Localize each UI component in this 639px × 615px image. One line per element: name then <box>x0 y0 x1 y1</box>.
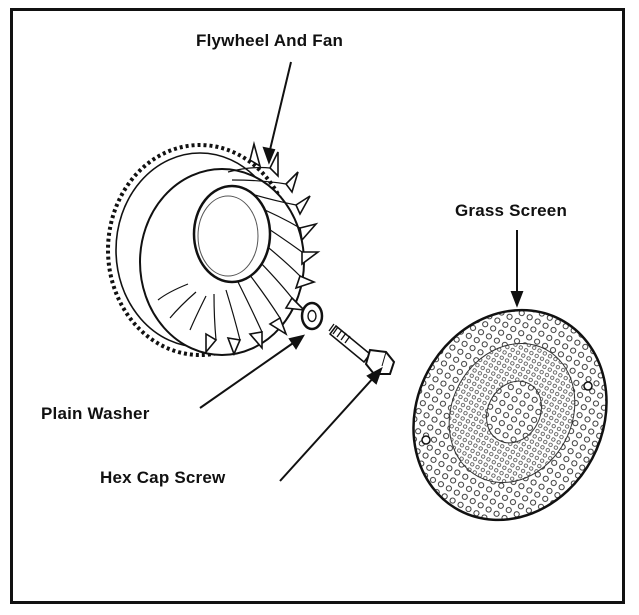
arrow-flywheel <box>269 62 291 154</box>
hex-cap-screw <box>329 324 394 374</box>
grass-screen <box>377 276 639 554</box>
plain-washer <box>302 303 322 329</box>
label-plain-washer: Plain Washer <box>41 404 150 424</box>
label-grass-screen: Grass Screen <box>455 201 567 221</box>
label-flywheel-and-fan: Flywheel And Fan <box>196 31 343 51</box>
flywheel-and-fan <box>108 144 318 355</box>
fan-hub <box>194 186 270 282</box>
arrow-hex-cap-screw <box>280 376 375 481</box>
label-hex-cap-screw: Hex Cap Screw <box>100 468 225 488</box>
